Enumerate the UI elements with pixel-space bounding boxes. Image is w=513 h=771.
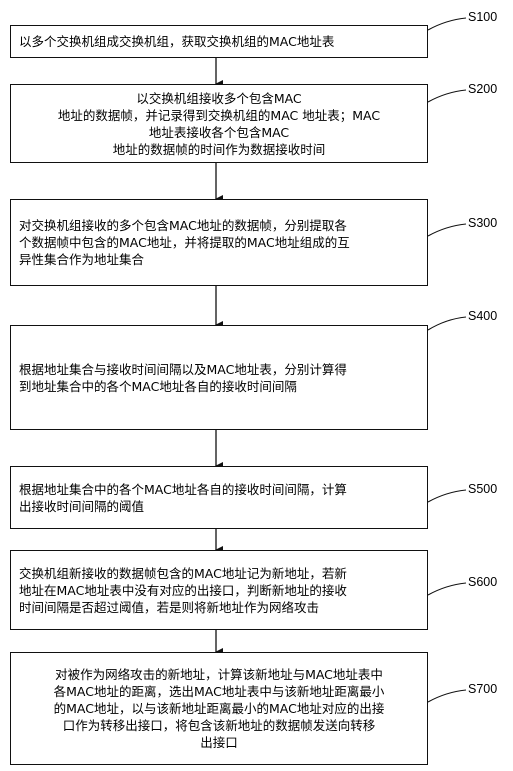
step-text-line: 地址在MAC地址表中没有对应的出接口，判断新地址的接收 (19, 582, 347, 598)
step-text-line: 到地址集合中的各个MAC地址各自的接收时间间隔 (19, 378, 297, 394)
step-text-line: 对交换机组接收的多个包含MAC地址的数据帧，分别提取各 (19, 218, 347, 233)
step-text-line: 口作为转移出接口，将包含该新地址的数据帧发送向转移 (62, 718, 376, 733)
step-label-s600: S600 (468, 575, 498, 589)
step-text-line: 异性集合作为地址集合 (19, 252, 145, 267)
step-label-s400: S400 (468, 309, 498, 323)
leader-s300 (427, 223, 467, 237)
step-text-line: 个数据帧中包含的MAC地址，并将提取的MAC地址组成的互 (19, 235, 350, 250)
step-box-s300: 对交换机组接收的多个包含MAC地址的数据帧，分别提取各 个数据帧中包含的MAC地… (10, 199, 428, 286)
step-text-line: 地址的数据帧，并记录得到交换机组的MAC 地址表；MAC (57, 107, 381, 123)
step-text-line: 出接口 (200, 735, 238, 750)
step-text-line: 出接收时间间隔的阈值 (19, 498, 145, 514)
leader-s500 (427, 489, 467, 503)
step-text-line: 地址表接收各个包含MAC (148, 124, 290, 140)
step-text-line: 以交换机组接收多个包含MAC (136, 90, 302, 106)
leader-s700 (427, 689, 467, 703)
step-text-line: 以多个交换机组成交换机组，获取交换机组的MAC地址表 (19, 34, 335, 49)
leader-s400 (427, 316, 467, 331)
step-box-s500: 根据地址集合中的各个MAC地址各自的接收时间间隔，计算 出接收时间间隔的阈值 (10, 466, 428, 529)
leader-s200 (427, 89, 467, 103)
step-text-line: 时间间隔是否超过阈值，若是则将新地址作为网络攻击 (19, 599, 320, 615)
step-text-line: 根据地址集合中的各个MAC地址各自的接收时间间隔，计算 (19, 481, 347, 497)
step-box-s200: 以交换机组接收多个包含MAC 地址的数据帧，并记录得到交换机组的MAC 地址表；… (10, 84, 428, 163)
step-text-line: 交换机组新接收的数据帧包含的MAC地址记为新地址，若新 (19, 565, 347, 581)
step-label-s300: S300 (468, 216, 498, 230)
step-label-s100: S100 (468, 10, 498, 24)
step-text-line: 的MAC地址，以与该新地址距离最小的MAC地址对应的出接 (53, 701, 385, 716)
step-text-line: 根据地址集合与接收时间间隔以及MAC地址表，分别计算得 (19, 361, 347, 377)
step-box-s700: 对被作为网络攻击的新地址，计算该新地址与MAC地址表中 各MAC地址的距离，选出… (10, 652, 428, 765)
step-text-line: 对被作为网络攻击的新地址，计算该新地址与MAC地址表中 (55, 667, 383, 682)
step-text-line: 地址的数据帧的时间作为数据接收时间 (112, 141, 326, 157)
step-box-s400: 根据地址集合与接收时间间隔以及MAC地址表，分别计算得 到地址集合中的各个MAC… (10, 325, 428, 430)
step-text-line: 各MAC地址的距离，选出MAC地址表中与该新地址距离最小 (53, 684, 385, 699)
leader-s600 (427, 582, 467, 596)
step-box-s100: 以多个交换机组成交换机组，获取交换机组的MAC地址表 (10, 25, 428, 58)
step-box-s600: 交换机组新接收的数据帧包含的MAC地址记为新地址，若新 地址在MAC地址表中没有… (10, 550, 428, 630)
step-label-s500: S500 (468, 482, 498, 496)
step-label-s200: S200 (468, 82, 498, 96)
step-label-s700: S700 (468, 682, 498, 696)
leader-s100 (427, 17, 467, 31)
